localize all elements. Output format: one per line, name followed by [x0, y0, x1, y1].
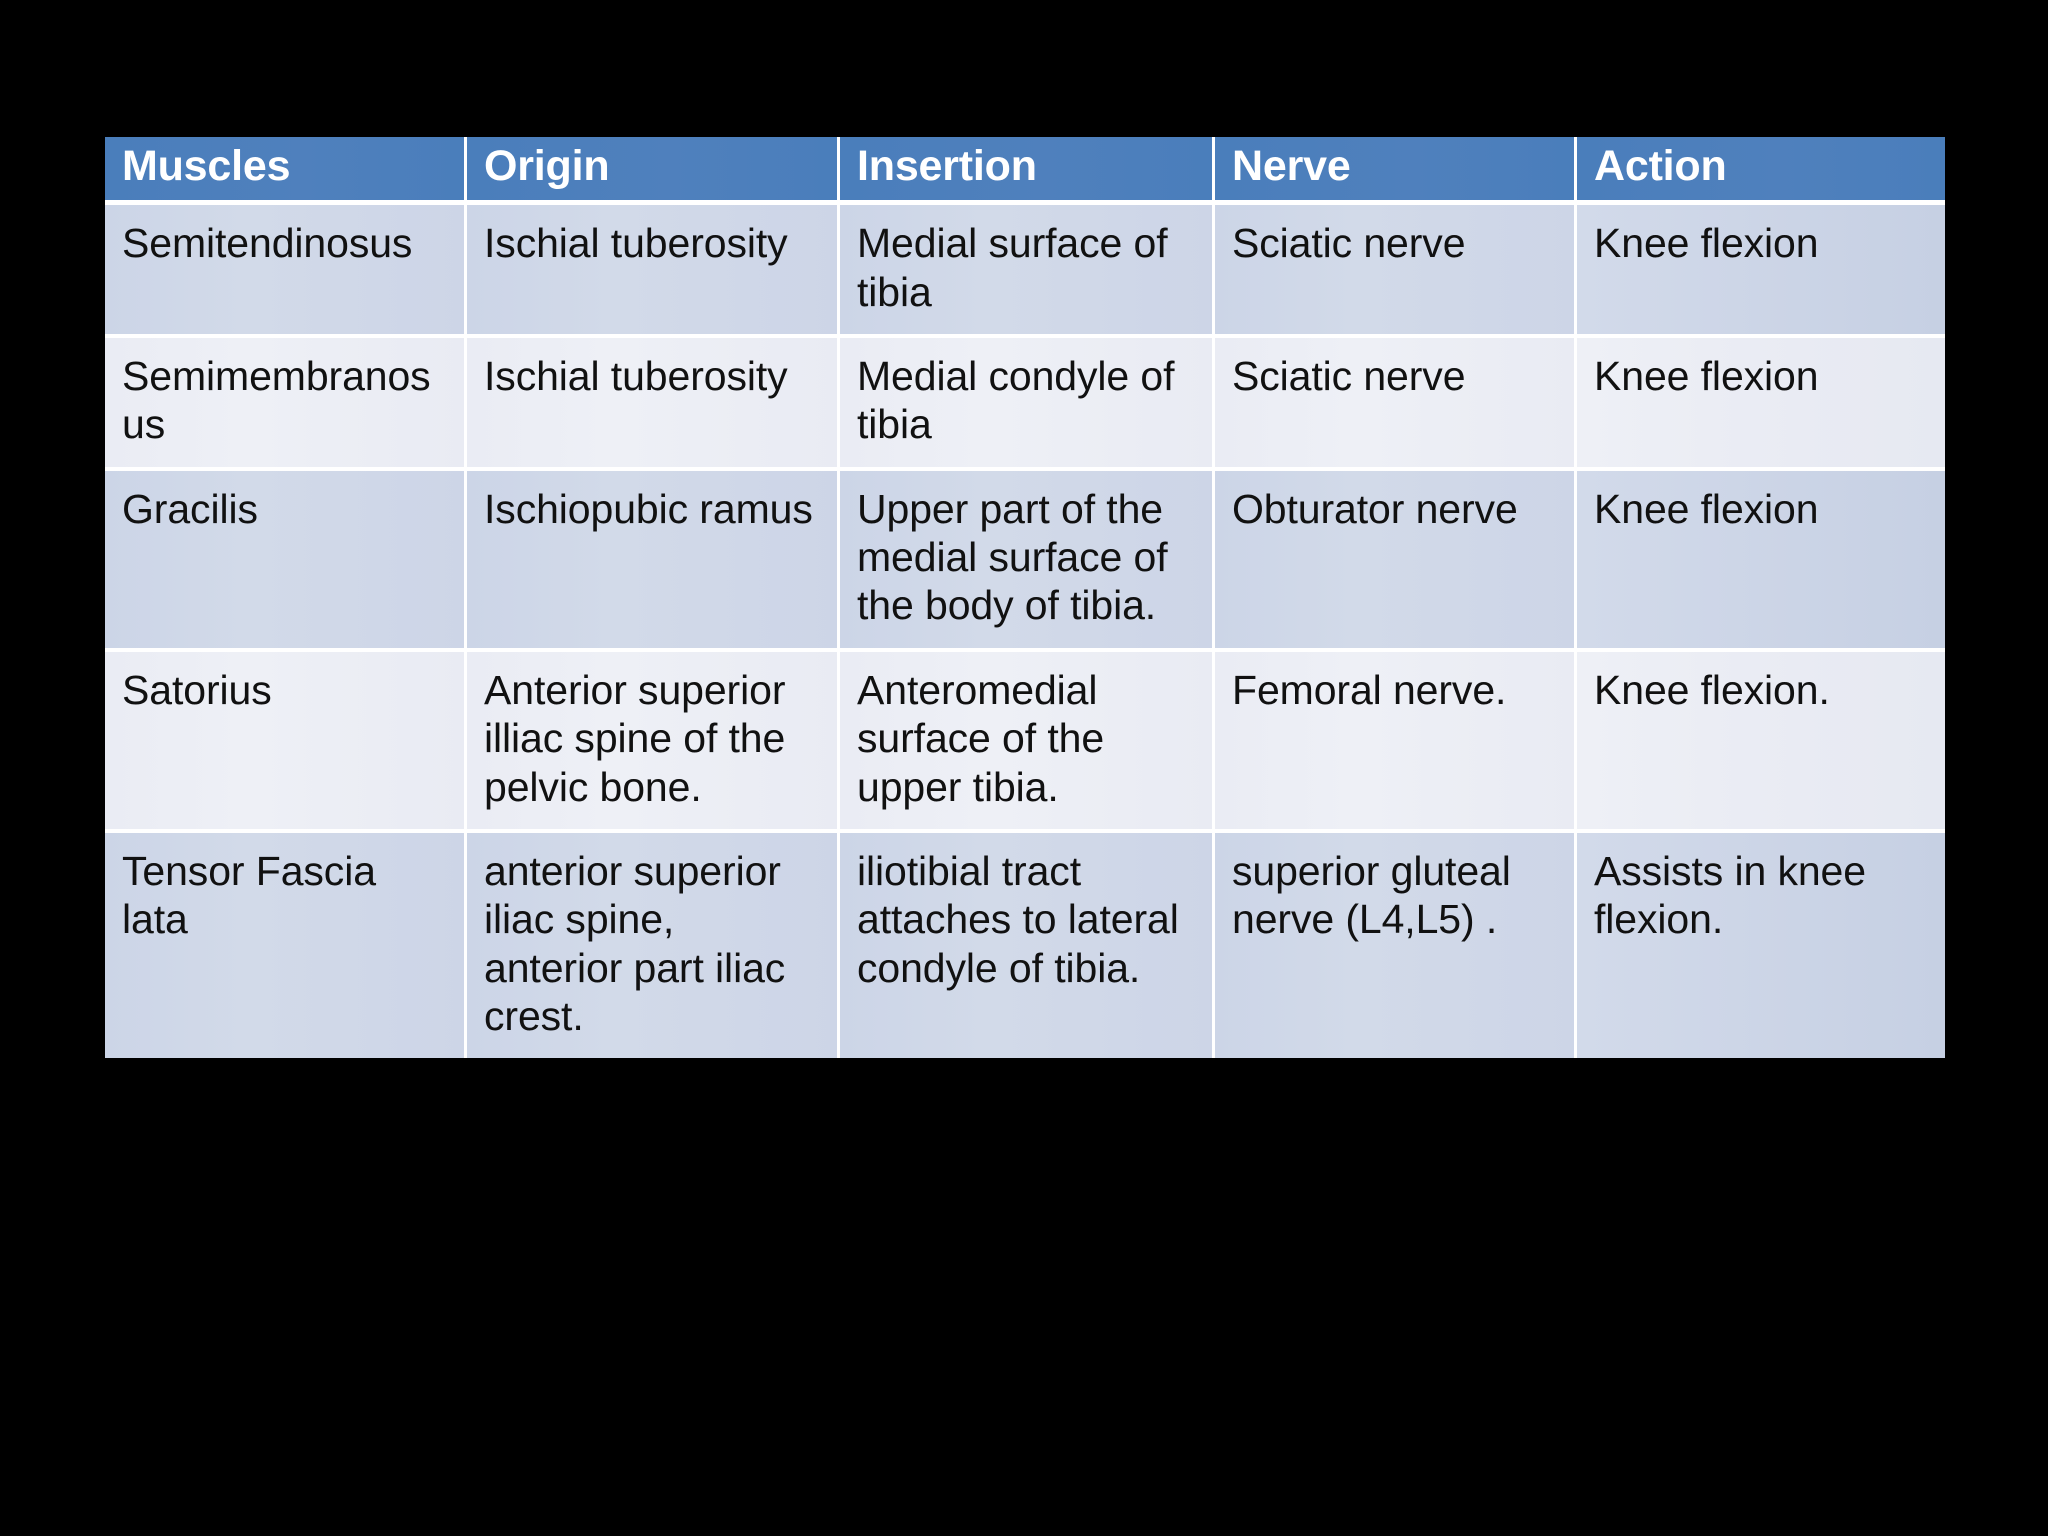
cell-origin: Ischial tuberosity — [467, 337, 840, 471]
table-row: Tensor Fascia lata anterior superior ili… — [105, 832, 1945, 1059]
table-row: Satorius Anterior superior illiac spine … — [105, 651, 1945, 833]
table-row: Semimembranosus Ischial tuberosity Media… — [105, 337, 1945, 471]
cell-muscle: Semimembranosus — [105, 337, 467, 471]
cell-origin: Ischial tuberosity — [467, 205, 840, 338]
cell-origin: Anterior superior illiac spine of the pe… — [467, 651, 840, 833]
cell-action: Knee flexion. — [1577, 651, 1945, 833]
cell-origin: Ischiopubic ramus — [467, 470, 840, 652]
cell-nerve: Femoral nerve. — [1215, 651, 1577, 833]
cell-nerve: Obturator nerve — [1215, 470, 1577, 652]
cell-action: Knee flexion — [1577, 337, 1945, 471]
column-header-muscles: Muscles — [105, 137, 467, 206]
header-row: Muscles Origin Insertion Nerve Action — [105, 137, 1945, 206]
table-row: Gracilis Ischiopubic ramus Upper part of… — [105, 470, 1945, 652]
cell-action: Knee flexion — [1577, 470, 1945, 652]
table-header: Muscles Origin Insertion Nerve Action — [105, 137, 1945, 206]
cell-nerve: Sciatic nerve — [1215, 205, 1577, 338]
column-header-origin: Origin — [467, 137, 840, 206]
cell-muscle: Satorius — [105, 651, 467, 833]
cell-action: Assists in knee flexion. — [1577, 832, 1945, 1059]
table-body: Semitendinosus Ischial tuberosity Medial… — [105, 205, 1945, 1059]
column-header-action: Action — [1577, 137, 1945, 206]
cell-insertion: Medial condyle of tibia — [840, 337, 1215, 471]
cell-insertion: Upper part of the medial surface of the … — [840, 470, 1215, 652]
cell-insertion: Anteromedial surface of the upper tibia. — [840, 651, 1215, 833]
column-header-nerve: Nerve — [1215, 137, 1577, 206]
muscle-attachment-table: Muscles Origin Insertion Nerve Action Se… — [105, 137, 1945, 1059]
cell-muscle: Gracilis — [105, 470, 467, 652]
table-row: Semitendinosus Ischial tuberosity Medial… — [105, 205, 1945, 338]
muscle-table-container: Muscles Origin Insertion Nerve Action Se… — [105, 137, 1945, 1059]
cell-nerve: Sciatic nerve — [1215, 337, 1577, 471]
column-header-insertion: Insertion — [840, 137, 1215, 206]
cell-origin: anterior superior iliac spine, anterior … — [467, 832, 840, 1059]
cell-insertion: Medial surface of tibia — [840, 205, 1215, 338]
cell-muscle: Tensor Fascia lata — [105, 832, 467, 1059]
cell-muscle: Semitendinosus — [105, 205, 467, 338]
cell-action: Knee flexion — [1577, 205, 1945, 338]
cell-nerve: superior gluteal nerve (L4,L5) . — [1215, 832, 1577, 1059]
cell-insertion: iliotibial tract attaches to lateral con… — [840, 832, 1215, 1059]
